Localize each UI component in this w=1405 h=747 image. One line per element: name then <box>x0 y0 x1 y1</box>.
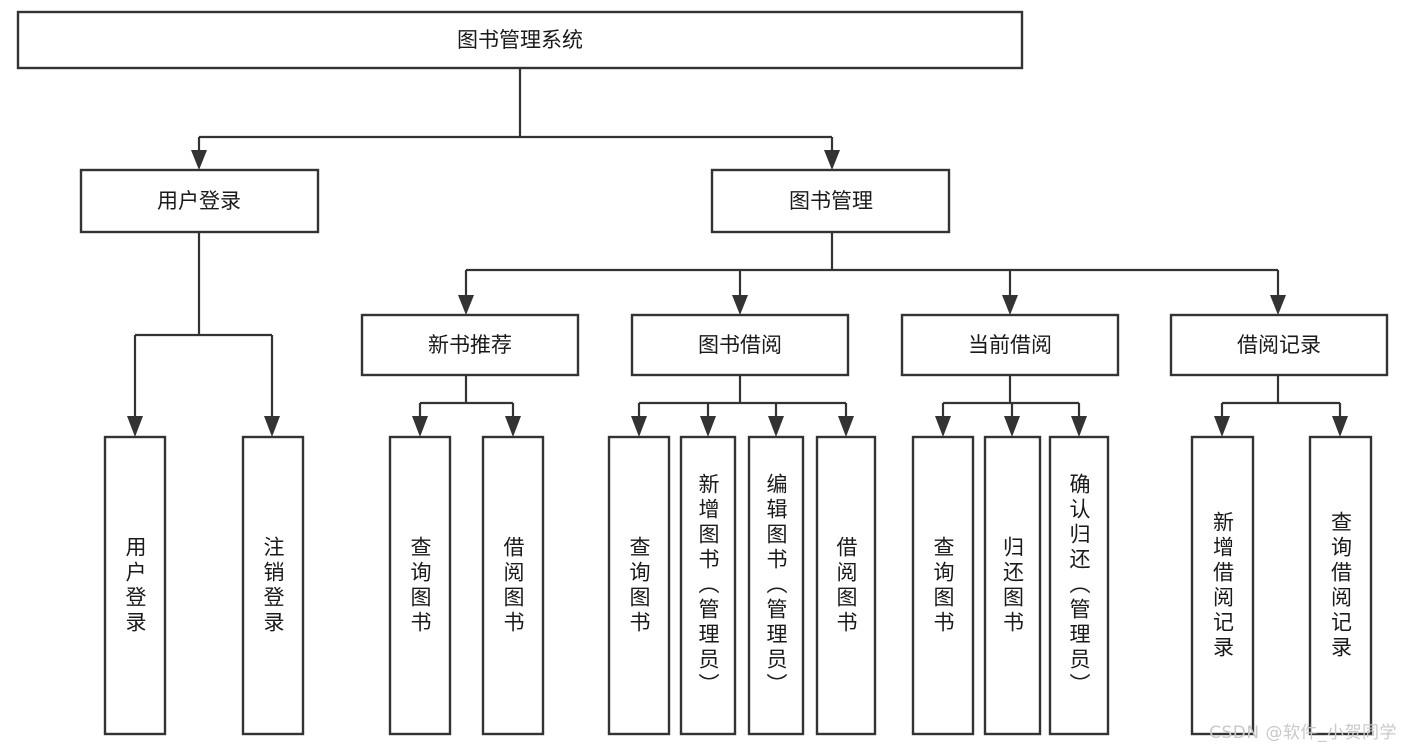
leaf-query-book-2-box[interactable] <box>607 435 671 736</box>
node-user-login-box[interactable] <box>79 168 320 234</box>
node-current-borrow-label: 当前借阅 <box>968 333 1052 357</box>
leaf-return-book-box[interactable] <box>983 435 1042 736</box>
node-book-mgmt-box[interactable] <box>710 168 951 234</box>
node-borrow-record-box[interactable] <box>1169 313 1389 377</box>
node-book-borrow-box[interactable] <box>630 313 850 377</box>
arrowhead-leaf-add-book <box>700 416 716 437</box>
arrowhead-borrow-record <box>1270 295 1286 315</box>
arrowhead-book-borrow <box>732 295 748 315</box>
arrowhead-leaf-borrow-book-2 <box>838 416 854 437</box>
arrowhead-leaf-borrow-book-1 <box>505 416 521 437</box>
leaf-borrow-book-2-box[interactable] <box>815 435 877 736</box>
arrowhead-leaf-return-book <box>1004 416 1020 437</box>
arrowhead-book-mgmt <box>824 150 840 170</box>
arrowhead-leaf-add-record <box>1214 416 1230 437</box>
connector-layer <box>127 68 1348 437</box>
arrowhead-current-borrow <box>1002 295 1018 315</box>
leaf-add-book-box[interactable] <box>679 435 737 736</box>
arrowhead-leaf-user-login <box>127 416 143 437</box>
arrowhead-leaf-query-book-3 <box>935 416 951 437</box>
arrowhead-leaf-query-book-2 <box>631 416 647 437</box>
leaf-borrow-book-1-box[interactable] <box>481 435 545 736</box>
arrowhead-leaf-query-book-1 <box>412 416 428 437</box>
arrowhead-new-book-rec <box>458 295 474 315</box>
node-current-borrow-box[interactable] <box>900 313 1120 377</box>
leaf-query-record-box[interactable] <box>1308 435 1373 736</box>
node-book-mgmt-label: 图书管理 <box>789 189 873 213</box>
node-new-book-rec-box[interactable] <box>360 313 580 377</box>
leaf-query-book-1-box[interactable] <box>388 435 452 736</box>
csdn-watermark: CSDN @软件_小贺同学 <box>1209 723 1397 743</box>
arrowhead-leaf-query-record <box>1332 416 1348 437</box>
arrowhead-leaf-confirm-return <box>1071 416 1087 437</box>
node-root-box[interactable] <box>16 10 1024 70</box>
arrowhead-leaf-edit-book <box>768 416 784 437</box>
leaf-confirm-return-box[interactable] <box>1048 435 1110 736</box>
leaf-add-record-box[interactable] <box>1190 435 1255 736</box>
leaf-user-login-box[interactable] <box>103 435 167 736</box>
node-new-book-rec-label: 新书推荐 <box>428 333 512 357</box>
leaf-edit-book-box[interactable] <box>747 435 805 736</box>
node-root-label: 图书管理系统 <box>457 28 583 52</box>
node-book-borrow-label: 图书借阅 <box>698 333 782 357</box>
leaf-query-book-3-box[interactable] <box>911 435 975 736</box>
node-user-login-label: 用户登录 <box>157 189 241 213</box>
node-layer: 图书管理系统 用户登录 图书管理 新书推荐 图书借阅 当前借阅 借阅记录 <box>16 10 1389 736</box>
arrowhead-leaf-logout <box>264 416 280 437</box>
node-borrow-record-label: 借阅记录 <box>1237 333 1321 357</box>
leaf-logout-box[interactable] <box>241 435 305 736</box>
arrowhead-user-login <box>191 150 207 170</box>
